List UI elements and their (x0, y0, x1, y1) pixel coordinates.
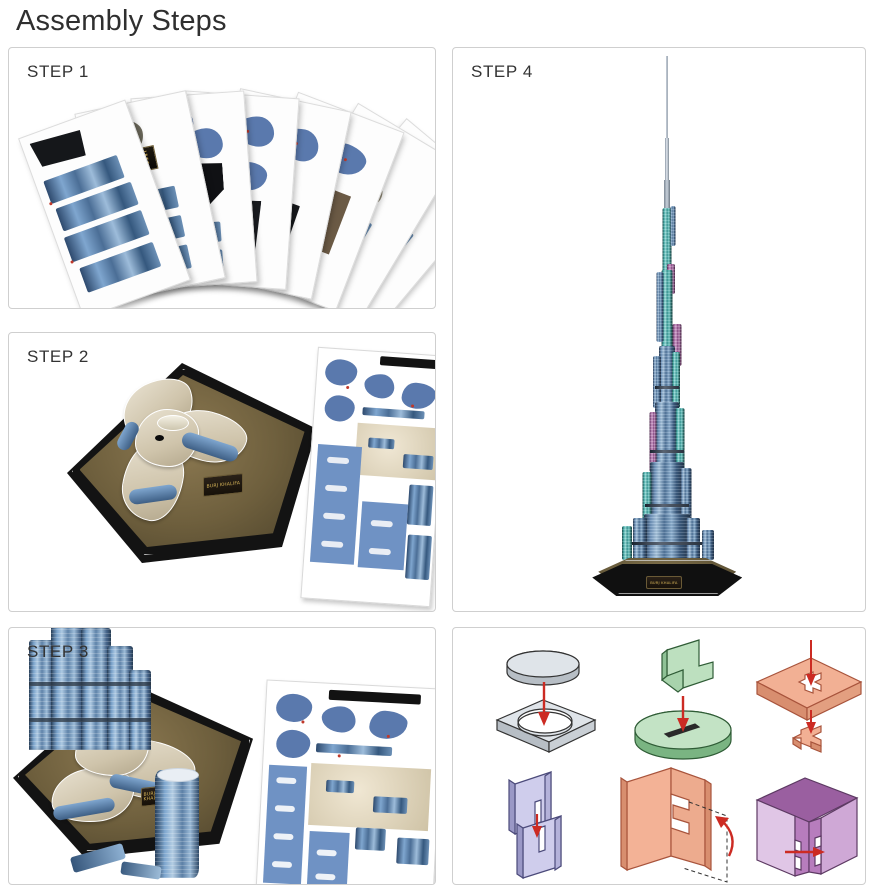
panel-assembly-techniques (452, 627, 866, 885)
panel-step-4: STEP 4 (452, 47, 866, 612)
panel-step-1: STEP 1 (8, 47, 436, 309)
model-base-platform: BURJ KHALIFA (592, 554, 743, 600)
fold-and-interlock-figure (611, 760, 761, 884)
box-corner-lock-figure (743, 764, 865, 880)
parts-sheet (300, 346, 435, 608)
panel-step-2-label: STEP 2 (27, 347, 89, 366)
completed-burj-khalifa-model: BURJ KHALIFA (582, 56, 752, 601)
right-arrow-icon (785, 847, 825, 857)
page-title: Assembly Steps (16, 5, 227, 37)
down-arrow-icon (806, 640, 816, 734)
curved-up-arrow-icon (715, 816, 734, 857)
panel-step-3-label: STEP 3 (27, 642, 89, 661)
fanned-parts-sheets (18, 84, 435, 308)
step-3-illustration: BURJ KHALIFA (9, 628, 435, 884)
step-4-description: Completed Burj Khalifa 3D puzzle model: … (0, 0, 1, 1)
tower-spire (666, 56, 669, 142)
parts-sheet (255, 679, 435, 884)
plaque-text: BURJ KHALIFA (206, 480, 240, 490)
down-arrow-icon (532, 814, 542, 838)
step-4-illustration: BURJ KHALIFA (453, 48, 865, 611)
burj-khalifa-plaque: BURJ KHALIFA (203, 472, 243, 498)
step-1-illustration (9, 48, 435, 308)
base-platform: BURJ KHALIFA (67, 363, 317, 563)
disc-into-square-frame-figure (481, 642, 611, 760)
step-2-description: Assembled dark hexagonal base platform w… (0, 0, 1, 1)
down-arrow-icon (538, 682, 550, 726)
panel-step-3: STEP 3 BURJ KHALIFA (8, 627, 436, 885)
technique-description: Six generic paper-model joining techniqu… (0, 0, 1, 1)
tab-into-disc-slot-figure (621, 636, 751, 760)
loose-cylinder-piece (155, 768, 199, 878)
panel-step-2: STEP 2 (8, 332, 436, 612)
step-2-illustration: BURJ KHALIFA (9, 333, 435, 611)
technique-figure-grid (453, 628, 865, 884)
panel-step-4-label: STEP 4 (471, 62, 533, 81)
step-3-description: Lower tower section standing on the podi… (0, 0, 1, 1)
panel-step-1-label: STEP 1 (27, 62, 89, 81)
down-arrow-icon (677, 696, 689, 732)
tri-lobe-podium (95, 369, 255, 533)
step-1-description: Fanned stack of die-cut foam puzzle shee… (0, 0, 1, 1)
slotted-panels-join-figure (493, 766, 613, 882)
lower-tower-section (21, 628, 181, 752)
cross-through-panel-figure (745, 634, 865, 760)
